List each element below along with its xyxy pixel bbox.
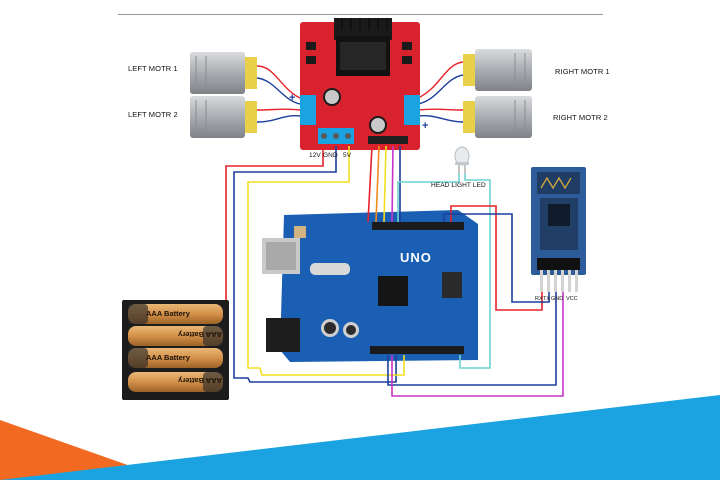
head-light-led [454, 146, 470, 174]
right-motor-1 [463, 49, 532, 91]
label-bt-tx: TX [543, 296, 551, 302]
top-divider [118, 14, 603, 15]
motor-driver-board [300, 18, 420, 150]
label-bt-rx: RX [535, 296, 543, 302]
label-terminal-12v: 12V [309, 152, 321, 159]
label-terminal-5v: 5V [343, 152, 352, 159]
left-motor-1 [190, 52, 257, 94]
label-battery-4: AAA Battery [178, 376, 222, 385]
right-motor-2 [463, 96, 532, 138]
arduino-uno-board [262, 210, 478, 362]
blue-accent-band [0, 395, 720, 480]
label-battery-3: AAA Battery [146, 353, 190, 362]
label-head-light-led: HEAD LIGHT LED [431, 182, 486, 189]
motor-wires [256, 61, 464, 123]
label-bt-vcc: VCC [566, 296, 578, 302]
bluetooth-module [531, 167, 586, 292]
connection-wires [225, 145, 564, 397]
label-battery-1: AAA Battery [146, 309, 190, 318]
label-right-motor-2: RIGHT MOTR 2 [553, 113, 608, 122]
label-plus-right: + [422, 120, 429, 132]
label-uno: UNO [400, 250, 432, 265]
battery-pack [122, 300, 229, 400]
label-left-motor-2: LEFT MOTR 2 [128, 110, 178, 119]
label-battery-2: AAA Battery [178, 330, 222, 339]
label-bt-gnd: GND [551, 296, 564, 302]
label-right-motor-1: RIGHT MOTR 1 [555, 67, 610, 76]
left-motor-2 [190, 96, 257, 138]
label-plus-left: + [289, 92, 296, 104]
label-left-motor-1: LEFT MOTR 1 [128, 64, 178, 73]
label-terminal-gnd: GND [323, 152, 338, 159]
